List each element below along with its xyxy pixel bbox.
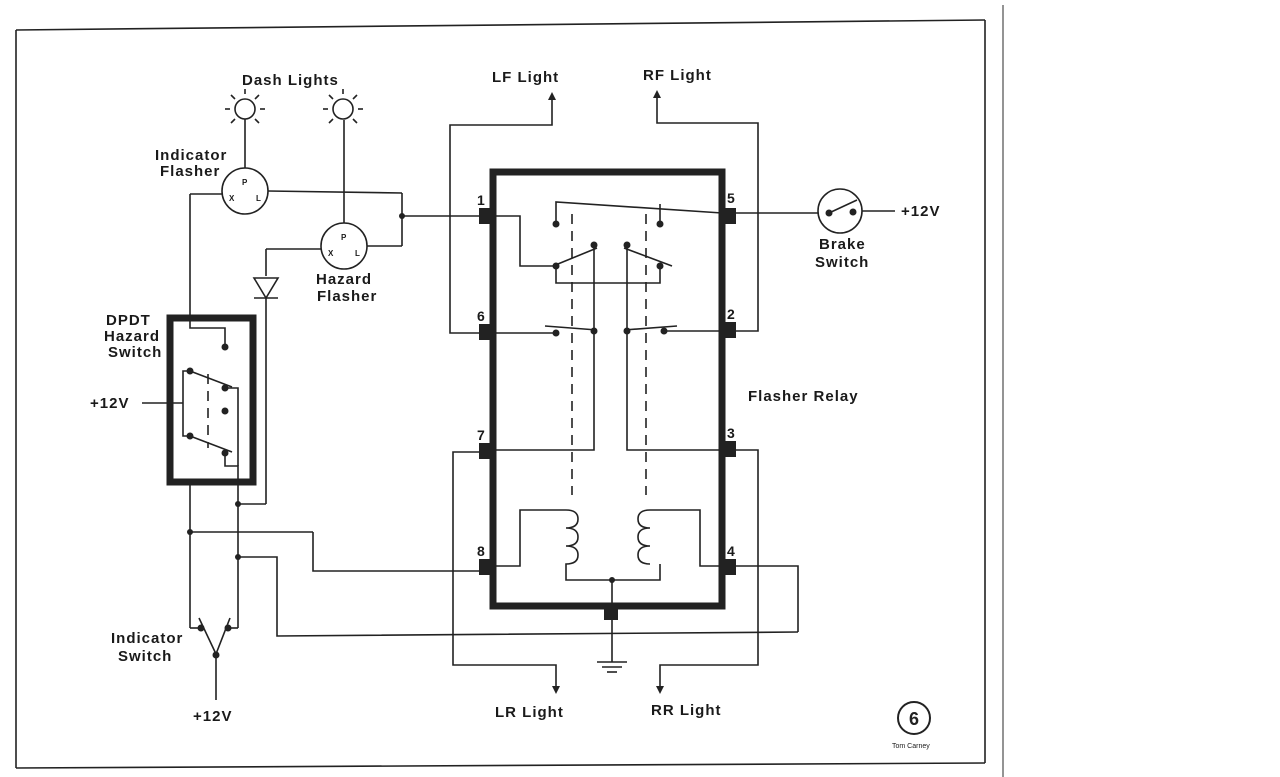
lower-left-wiring — [187, 501, 799, 637]
indicator-flasher-label-1: Indicator — [155, 147, 227, 164]
dpdt-label-3: Switch — [108, 344, 162, 361]
terminal-3: 3 — [727, 425, 735, 441]
indicator-flasher-pin-l: L — [256, 194, 261, 203]
indicator-switch-label-2: Switch — [118, 648, 172, 665]
terminal-7: 7 — [477, 427, 485, 443]
brake-switch — [736, 188, 895, 234]
indicator-flasher-pin-x: X — [229, 194, 235, 203]
indicator-flasher-label-2: Flasher — [160, 163, 220, 180]
credit-label: Tom Carney — [892, 743, 930, 750]
hazard-flasher: P X L — [320, 120, 368, 270]
ground-icon — [597, 620, 627, 673]
brake-switch-label-2: Switch — [815, 254, 869, 271]
hazard-flasher-pin-l: L — [355, 249, 360, 258]
terminal-4: 4 — [727, 543, 735, 559]
terminal-1: 1 — [477, 192, 485, 208]
terminal-2: 2 — [727, 306, 735, 322]
indicator-flasher: P X L — [221, 119, 269, 215]
dash-lights-label: Dash Lights — [242, 72, 339, 89]
flasher-relay-label: Flasher Relay — [748, 388, 859, 405]
rf-light-label: RF Light — [643, 67, 712, 84]
figure-badge: 6 — [897, 701, 931, 735]
light-feeds — [449, 90, 759, 694]
indicator-switch-label-1: Indicator — [111, 630, 183, 647]
dash-light-right-icon — [323, 89, 363, 124]
diode-icon — [238, 277, 280, 505]
hazard-flasher-pin-p: P — [341, 233, 347, 242]
plus12v-right-label: +12V — [901, 203, 940, 220]
hazard-flasher-pin-x: X — [328, 249, 334, 258]
lr-light-label: LR Light — [495, 704, 564, 721]
plus12v-left-label: +12V — [90, 395, 129, 412]
hazard-flasher-label-2: Flasher — [317, 288, 377, 305]
dpdt-label-2: Hazard — [104, 328, 160, 345]
brake-switch-label-1: Brake — [819, 236, 866, 253]
dpdt-label-1: DPDT — [106, 312, 151, 329]
rr-light-label: RR Light — [651, 702, 721, 719]
indicator-switch — [189, 617, 239, 700]
lf-light-label: LF Light — [492, 69, 559, 86]
page-frame — [15, 5, 1004, 777]
plus12v-bottom-label: +12V — [193, 708, 232, 725]
flasher-wiring — [189, 190, 480, 318]
dpdt-hazard-switch — [166, 314, 257, 620]
terminal-8: 8 — [477, 543, 485, 559]
terminal-6: 6 — [477, 308, 485, 324]
hazard-flasher-label-1: Hazard — [316, 271, 372, 288]
dash-light-left-icon — [225, 89, 265, 124]
figure-number: 6 — [909, 709, 919, 729]
terminal-5: 5 — [727, 190, 735, 206]
flasher-relay — [479, 168, 736, 620]
indicator-flasher-pin-p: P — [242, 178, 248, 187]
